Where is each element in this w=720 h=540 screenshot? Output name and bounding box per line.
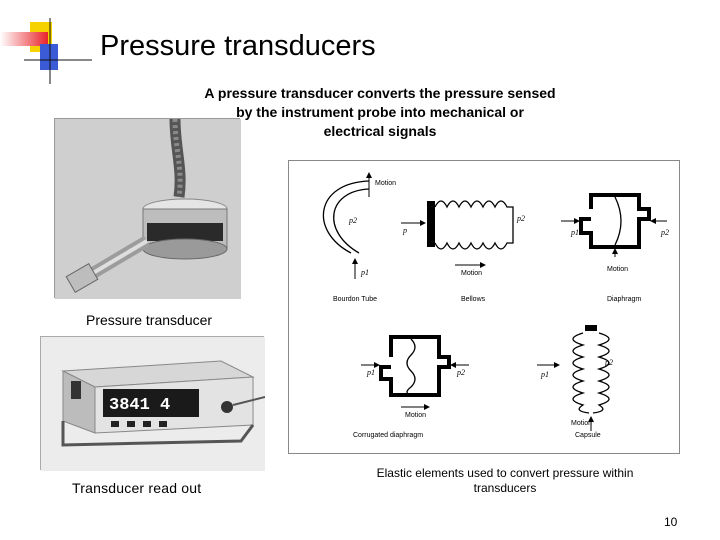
capsule-drawing: p1 p2 Motion Capsule — [537, 325, 613, 439]
svg-text:Motion: Motion — [461, 270, 482, 277]
transducer-caption: Pressure transducer — [86, 312, 213, 328]
diaphragm-drawing: p1 p2 Motion Diaphragm — [561, 193, 669, 303]
svg-text:Bourdon Tube: Bourdon Tube — [333, 296, 377, 303]
pressure-transducer-photo — [54, 118, 241, 299]
svg-text:p2: p2 — [660, 228, 669, 237]
svg-text:Motion: Motion — [607, 266, 628, 273]
bellows-drawing: p p2 Motion Bellows — [401, 200, 525, 303]
svg-text:p: p — [402, 226, 407, 235]
corrugated-diaphragm-drawing: p1 p2 Motion Corrugated diaphragm — [353, 335, 469, 439]
readout-photo: 3841 4 — [40, 336, 266, 471]
svg-text:Corrugated diaphragm: Corrugated diaphragm — [353, 432, 423, 439]
svg-text:Capsule: Capsule — [575, 432, 601, 439]
svg-text:Diaphragm: Diaphragm — [607, 296, 641, 303]
slide-logo — [0, 18, 92, 84]
svg-text:p2: p2 — [456, 368, 465, 377]
svg-text:Motion: Motion — [405, 412, 426, 419]
svg-text:p1: p1 — [540, 370, 549, 379]
svg-text:p1: p1 — [366, 368, 375, 377]
page-number: 10 — [664, 515, 678, 529]
svg-text:Bellows: Bellows — [461, 296, 486, 303]
intro-text: A pressure transducer converts the press… — [204, 85, 556, 139]
svg-text:p1: p1 — [570, 228, 579, 237]
svg-text:Motion: Motion — [571, 420, 592, 427]
readout-display: 3841 4 — [109, 396, 170, 415]
svg-text:p2: p2 — [516, 214, 525, 223]
bourdon-tube-drawing: Motion p2 p1 Bourdon Tube — [322, 172, 396, 303]
svg-text:p1: p1 — [360, 268, 369, 277]
slide-title: Pressure transducers — [100, 30, 376, 62]
elastic-elements-diagram: Motion p2 p1 Bourdon Tube p p2 Motion Be… — [288, 160, 680, 454]
diagram-caption: Elastic elements used to convert pressur… — [376, 466, 634, 495]
svg-text:p2: p2 — [348, 216, 357, 225]
svg-text:Motion: Motion — [375, 180, 396, 187]
readout-caption: Transducer read out — [72, 480, 202, 496]
svg-text:p2: p2 — [604, 358, 613, 367]
